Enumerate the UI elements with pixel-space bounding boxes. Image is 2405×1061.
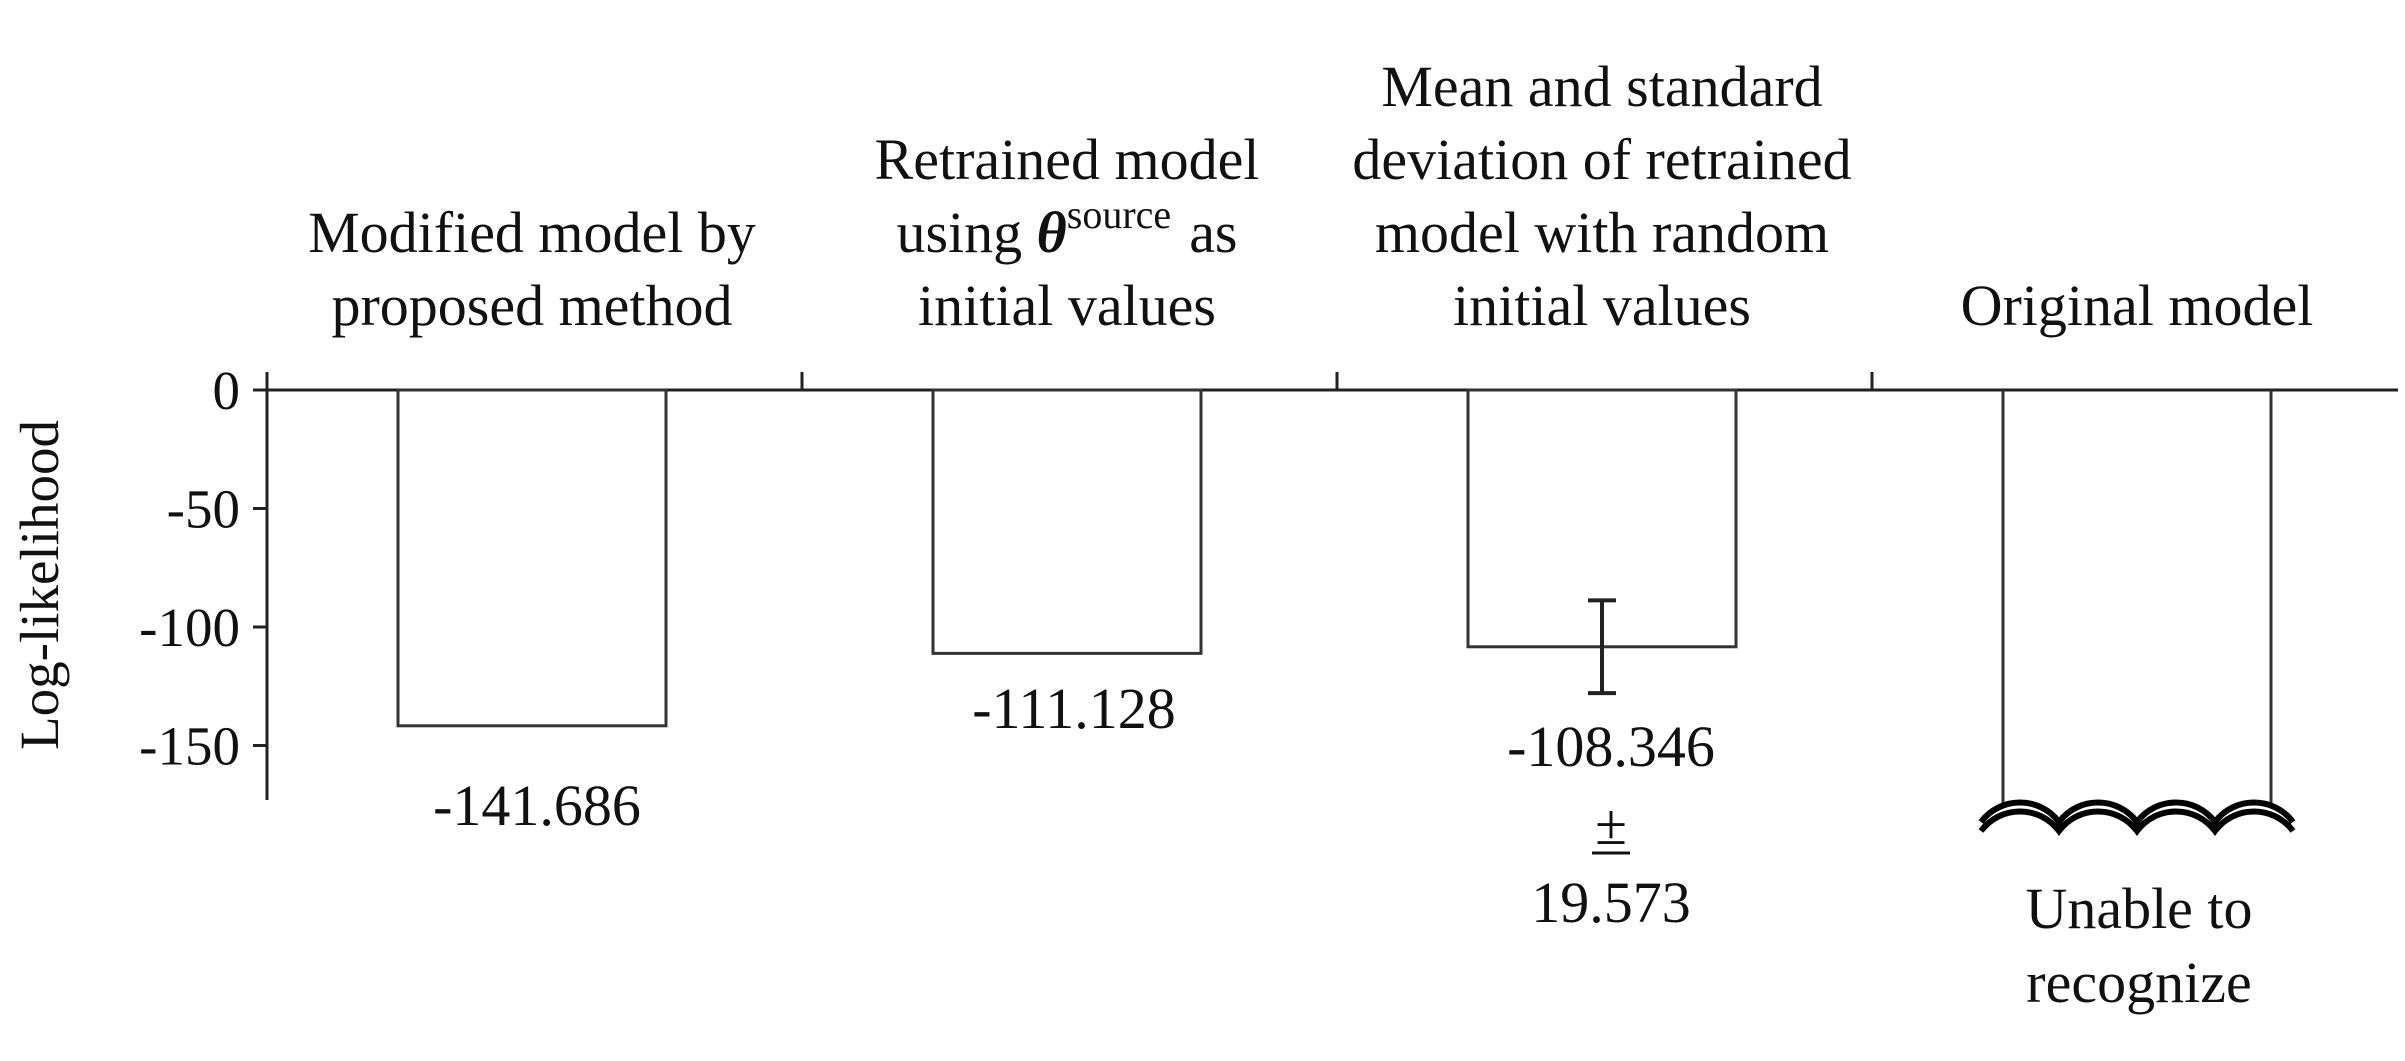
y-tick-label: -50 [167,479,240,540]
data-label: -111.128 [972,676,1176,741]
bar [931,388,1203,655]
y-tick-label: 0 [213,360,241,421]
break-mark [1978,799,2296,836]
data-label: -141.686 [433,773,641,838]
y-tick-label: -150 [139,716,240,777]
data-label: -108.346 [1507,714,1715,779]
category-label: Original model [1961,273,2314,338]
data-label: 19.573 [1531,870,1691,935]
category-label: Modified model by [308,200,756,265]
annotation-label: Unable to [2025,876,2252,941]
bar-truncated [2001,390,2273,808]
category-label: initial values [1453,273,1751,338]
category-label: model with random [1375,200,1829,265]
annotation-label: recognize [2026,950,2251,1015]
category-label: Retrained model [875,127,1260,192]
bar [396,388,668,728]
data-label: ± [1595,792,1627,857]
y-axis-label: Log-likelihood [9,420,70,750]
y-tick-label: -100 [139,597,240,658]
category-label: initial values [918,273,1216,338]
category-label: deviation of retrained [1352,127,1851,192]
category-label: Mean and standard [1381,54,1822,119]
category-label: proposed method [331,273,732,338]
